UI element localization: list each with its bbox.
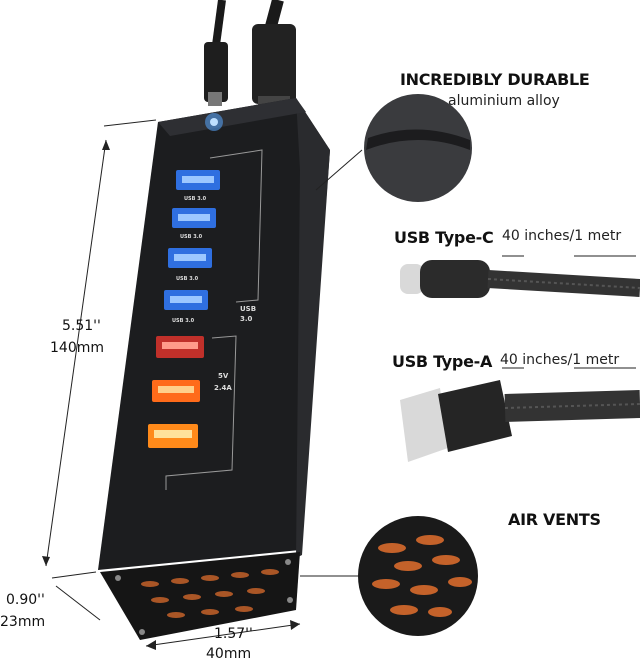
typea-length: 40 inches/1 metr [500,352,620,368]
usb-c-cable [400,260,640,298]
power-plug [204,42,228,102]
usb3-group-label: USB 3.0 [240,305,257,323]
height-mm: 140mm [50,340,104,356]
port-label: USB 3.0 [176,276,199,282]
depth-mm: 23mm [0,614,46,630]
height-inches: 5.51'' [62,318,101,334]
hub-body [98,98,330,570]
width-inches: 1.57'' [214,626,253,642]
durable-title: INCREDIBLY DURABLE [400,70,590,89]
port-label: USB 3.0 [180,234,203,240]
width-mm: 40mm [206,646,252,662]
durable-subtitle: aluminium alloy [448,93,560,109]
typec-length: 40 inches/1 metr [502,228,622,244]
port-label: USB 3.0 [184,196,207,202]
typea-title: USB Type-A [392,352,493,371]
charging-ports [148,336,204,448]
charge-label-1: 5V [218,372,229,380]
vents-title: AIR VENTS [508,510,601,529]
usb3-ports [164,170,220,310]
typec-title: USB Type-C [394,228,494,247]
port-label: USB 3.0 [172,318,195,324]
usb-a-cable [400,380,640,462]
depth-inches: 0.90'' [6,592,45,608]
charge-label-2: 2.4A [214,384,232,392]
detail-aluminium [364,94,472,202]
usb-plug [252,24,296,104]
detail-vents [358,516,478,636]
